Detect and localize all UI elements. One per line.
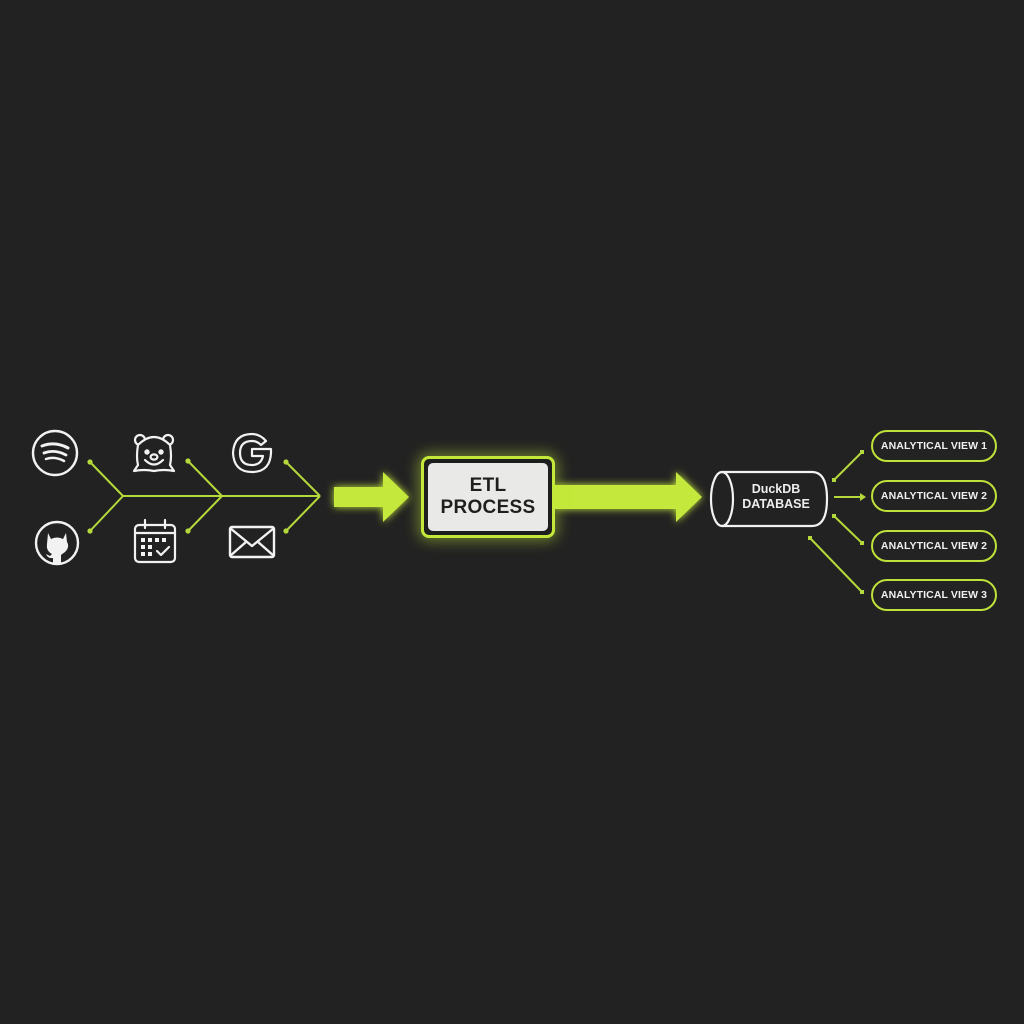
database-cylinder-icon: [709, 470, 829, 528]
view-connector-dots: [808, 450, 866, 594]
view-connector-lines: [809, 451, 863, 593]
database-name: DuckDB: [751, 482, 801, 496]
bear-icon: [128, 427, 180, 479]
source-connector-lines: [89, 460, 321, 532]
arrow-to-etl-icon: [334, 472, 409, 522]
database-type: DATABASE: [742, 497, 810, 511]
email-icon: [226, 517, 278, 569]
analytical-view-node: ANALYTICAL VIEW 2: [871, 480, 997, 512]
etl-title-line1: ETL: [469, 475, 507, 496]
etl-process-node: ETL PROCESS: [421, 456, 555, 538]
google-icon: [226, 427, 278, 479]
source-connector-dots: [87, 458, 289, 534]
analytical-view-node: ANALYTICAL VIEW 3: [871, 579, 997, 611]
database-node-label: DuckDB DATABASE: [728, 482, 824, 512]
arrow-to-database-icon: [555, 472, 702, 522]
github-icon: [31, 517, 83, 569]
etl-title-line2: PROCESS: [440, 497, 536, 518]
analytical-view-node: ANALYTICAL VIEW 1: [871, 430, 997, 462]
spotify-icon: [29, 427, 81, 479]
analytical-view-node: ANALYTICAL VIEW 2: [871, 530, 997, 562]
calendar-icon: [129, 516, 181, 568]
